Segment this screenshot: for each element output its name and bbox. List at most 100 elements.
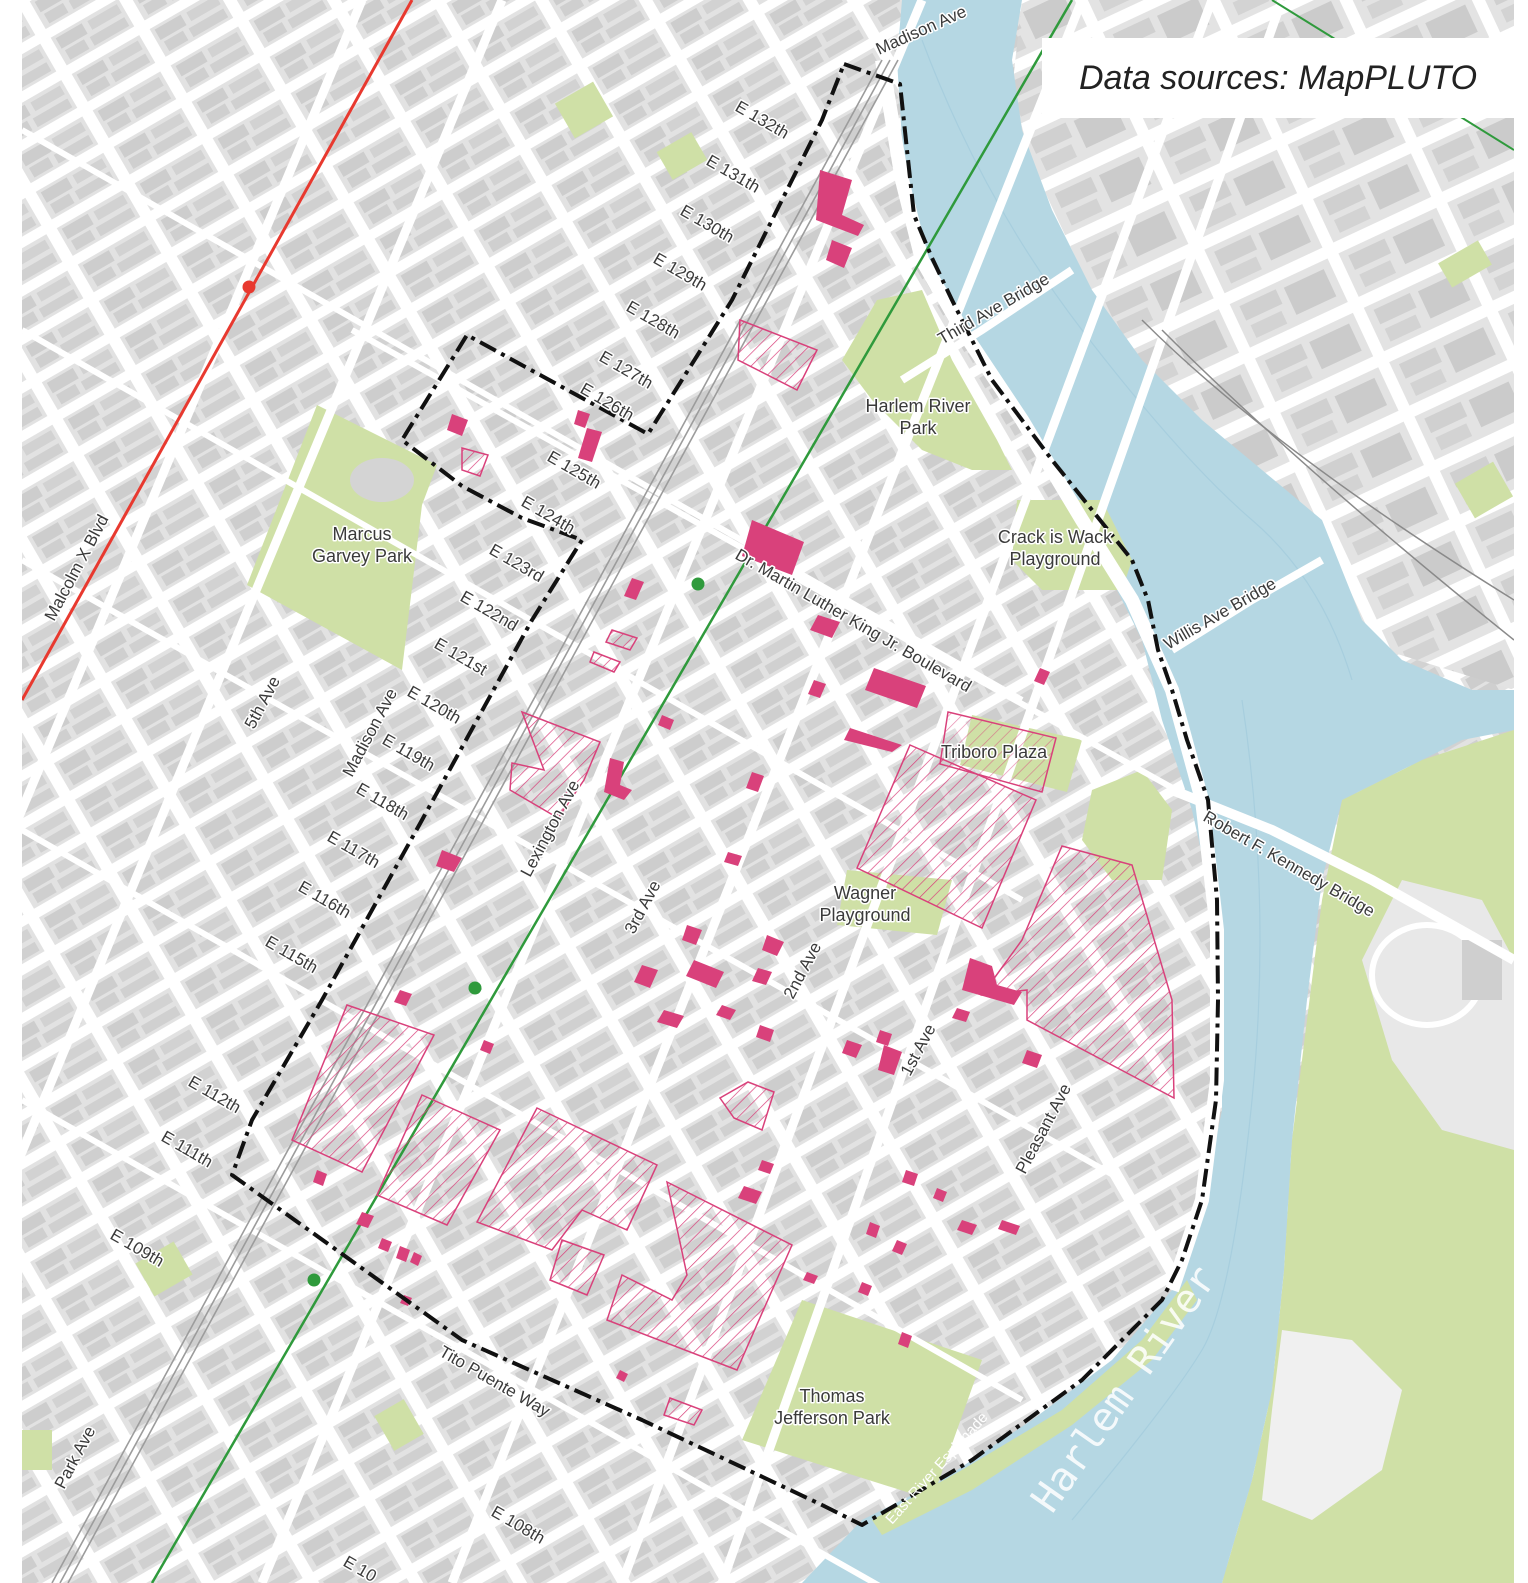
public-site-solid [657, 1010, 684, 1028]
metro-north-viaduct [51, 59, 899, 1583]
public-site-solid [1034, 668, 1050, 685]
public-site-hatched [604, 629, 639, 651]
avenue-grid [22, 0, 1287, 1583]
public-site-hatched [718, 1081, 775, 1132]
highway-ramp-park [1082, 770, 1172, 880]
public-site-solid [396, 1246, 410, 1262]
public-site-solid [902, 1170, 918, 1186]
rfk-bridge-roadway [1170, 785, 1514, 965]
public-site-hatched [939, 711, 1057, 793]
park-labels: Marcus Garvey Park Harlem River Park Cra… [310, 395, 1114, 1430]
public-sites-solid [313, 170, 1050, 1382]
public-site-solid [410, 1252, 422, 1266]
small-park-7 [22, 1430, 52, 1470]
label-harlem-river-park-2: Park [899, 418, 937, 438]
river-texture [921, 39, 1353, 681]
small-park-6 [374, 1399, 424, 1451]
label-wagner-2: Playground [819, 905, 910, 925]
public-site-solid [998, 1220, 1020, 1235]
public-site-solid [742, 520, 804, 575]
public-site-hatched [461, 447, 489, 477]
public-site-solid [574, 410, 590, 428]
public-site-solid [810, 615, 840, 638]
public-site-hatched [376, 1094, 502, 1226]
public-site-solid [762, 935, 784, 956]
public-site-hatched [549, 1239, 606, 1296]
data-source-note: Data sources: MapPLUTO [1078, 58, 1478, 97]
public-site-solid [716, 1005, 736, 1020]
public-site-hatched [589, 651, 622, 673]
willis-bridge-roadway [1169, 556, 1324, 654]
public-site-solid [844, 728, 902, 752]
public-site-solid [878, 1045, 902, 1075]
subway-station-green-116[interactable] [468, 981, 482, 995]
public-site-solid [480, 1040, 494, 1054]
public-site-solid [876, 1030, 892, 1046]
public-site-solid [803, 1272, 818, 1284]
subway-station-red[interactable] [242, 280, 256, 294]
public-site-solid [356, 1212, 374, 1228]
public-site-hatched [509, 710, 601, 819]
public-site-solid [808, 680, 826, 698]
label-marcus-garvey-2: Garvey Park [312, 546, 413, 566]
public-site-solid [634, 965, 658, 988]
public-site-solid [746, 772, 764, 792]
third-ave-bridge-roadway [899, 266, 1075, 384]
data-source-box: Data sources: MapPLUTO [1042, 38, 1514, 118]
esplanade-strip [872, 1280, 1197, 1535]
public-site-solid [962, 958, 1022, 1005]
small-park-1 [554, 81, 614, 139]
label-wagner-1: Wagner [834, 883, 896, 903]
public-site-solid [758, 1160, 774, 1174]
public-site-solid [816, 170, 864, 236]
small-park-3 [1438, 240, 1492, 288]
bronx-land [1012, 0, 1514, 690]
public-sites-hatched [291, 318, 1175, 1426]
study-area-boundary [230, 62, 1220, 1527]
public-site-solid [604, 758, 632, 800]
public-site-solid [724, 852, 742, 866]
public-site-solid [865, 668, 926, 708]
public-site-hatched [606, 1180, 793, 1371]
public-site-solid [898, 1332, 912, 1348]
rail-bronx-2 [1161, 329, 1514, 641]
public-site-solid [378, 1238, 392, 1252]
subway-line-red [22, 0, 414, 701]
public-site-hatched [980, 845, 1175, 1100]
public-site-hatched [291, 1004, 436, 1173]
label-harlem-river-park-1: Harlem River [865, 396, 970, 416]
public-site-solid [752, 968, 772, 985]
small-park-4 [1454, 461, 1514, 519]
public-site-solid [578, 428, 602, 462]
label-marcus-garvey-1: Marcus [332, 524, 391, 544]
public-site-solid [866, 1222, 880, 1238]
public-site-solid [447, 414, 468, 436]
public-site-solid [858, 1282, 872, 1296]
public-site-solid [842, 1040, 862, 1058]
marcus-garvey-pond [350, 458, 414, 502]
subway-station-green-110[interactable] [307, 1273, 321, 1287]
river-texture-2 [1071, 699, 1261, 1521]
small-park-2 [656, 132, 708, 180]
public-site-hatched [663, 1397, 704, 1426]
map[interactable]: E 132th E 131th E 130th E 129th E 128th … [22, 0, 1514, 1583]
public-site-solid [892, 1240, 907, 1255]
public-site-solid [952, 1008, 970, 1022]
label-crack-is-wack-2: Playground [1009, 549, 1100, 569]
public-site-solid [658, 715, 674, 730]
map-canvas[interactable]: E 132th E 131th E 130th E 129th E 128th … [22, 0, 1514, 1583]
public-site-solid [957, 1220, 977, 1235]
public-site-solid [1022, 1050, 1042, 1068]
public-site-solid [826, 240, 852, 268]
small-park-5 [135, 1241, 193, 1297]
public-site-hatched [737, 318, 819, 392]
public-site-solid [624, 578, 644, 600]
public-site-hatched [856, 744, 1037, 930]
public-site-solid [436, 850, 462, 872]
label-crack-is-wack-1: Crack is Wack [998, 527, 1113, 547]
public-site-solid [313, 1170, 327, 1186]
public-site-solid [933, 1188, 947, 1202]
label-triboro-plaza: Triboro Plaza [941, 742, 1048, 762]
public-site-solid [738, 1186, 762, 1204]
subway-station-green-125[interactable] [691, 577, 705, 591]
